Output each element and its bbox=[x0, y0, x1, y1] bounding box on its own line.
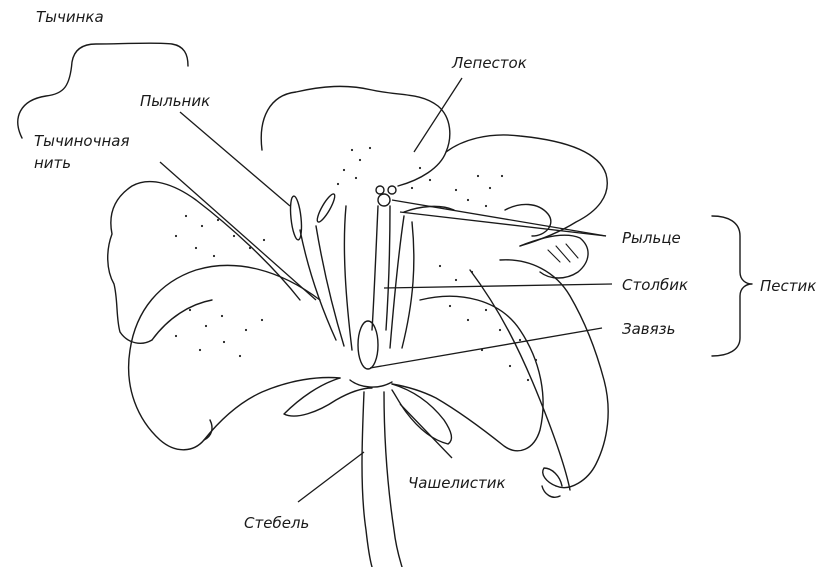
leader-lines bbox=[160, 78, 612, 502]
label-ovary: Завязь bbox=[622, 320, 676, 338]
flower-illustration bbox=[108, 86, 608, 567]
leader-stigma-1 bbox=[400, 212, 606, 236]
petal-left bbox=[108, 182, 300, 344]
label-anther: Пыльник bbox=[140, 92, 210, 110]
pistil-brace bbox=[712, 216, 752, 356]
label-petal: Лепесток bbox=[451, 54, 527, 72]
anther-shape bbox=[289, 196, 304, 241]
leader-stem bbox=[298, 452, 364, 502]
label-pistil: Пестик bbox=[760, 277, 816, 295]
petal-back-top bbox=[261, 86, 450, 186]
stem-shape bbox=[362, 392, 372, 567]
leader-stigma-2 bbox=[392, 200, 606, 236]
leader-anther bbox=[180, 112, 290, 206]
petal-speckles bbox=[175, 147, 537, 381]
stamen-brace bbox=[18, 43, 188, 138]
petal-right-upper bbox=[446, 135, 607, 246]
sepal-shape bbox=[284, 378, 372, 416]
label-filament-line1: Тычиночная bbox=[34, 132, 130, 150]
leader-style bbox=[384, 284, 612, 288]
label-stamen: Тычинка bbox=[36, 8, 104, 26]
petal-right-lower bbox=[500, 260, 608, 488]
label-filament-line2: нить bbox=[34, 154, 71, 172]
leader-sepal bbox=[400, 404, 452, 458]
ovary-shape bbox=[358, 321, 378, 369]
label-style: Столбик bbox=[622, 276, 688, 294]
stigma-shape bbox=[378, 194, 390, 206]
label-stigma: Рыльце bbox=[622, 229, 681, 247]
label-sepal: Чашелистик bbox=[408, 474, 506, 492]
leader-petal bbox=[414, 78, 462, 152]
label-stem: Стебель bbox=[244, 514, 309, 532]
